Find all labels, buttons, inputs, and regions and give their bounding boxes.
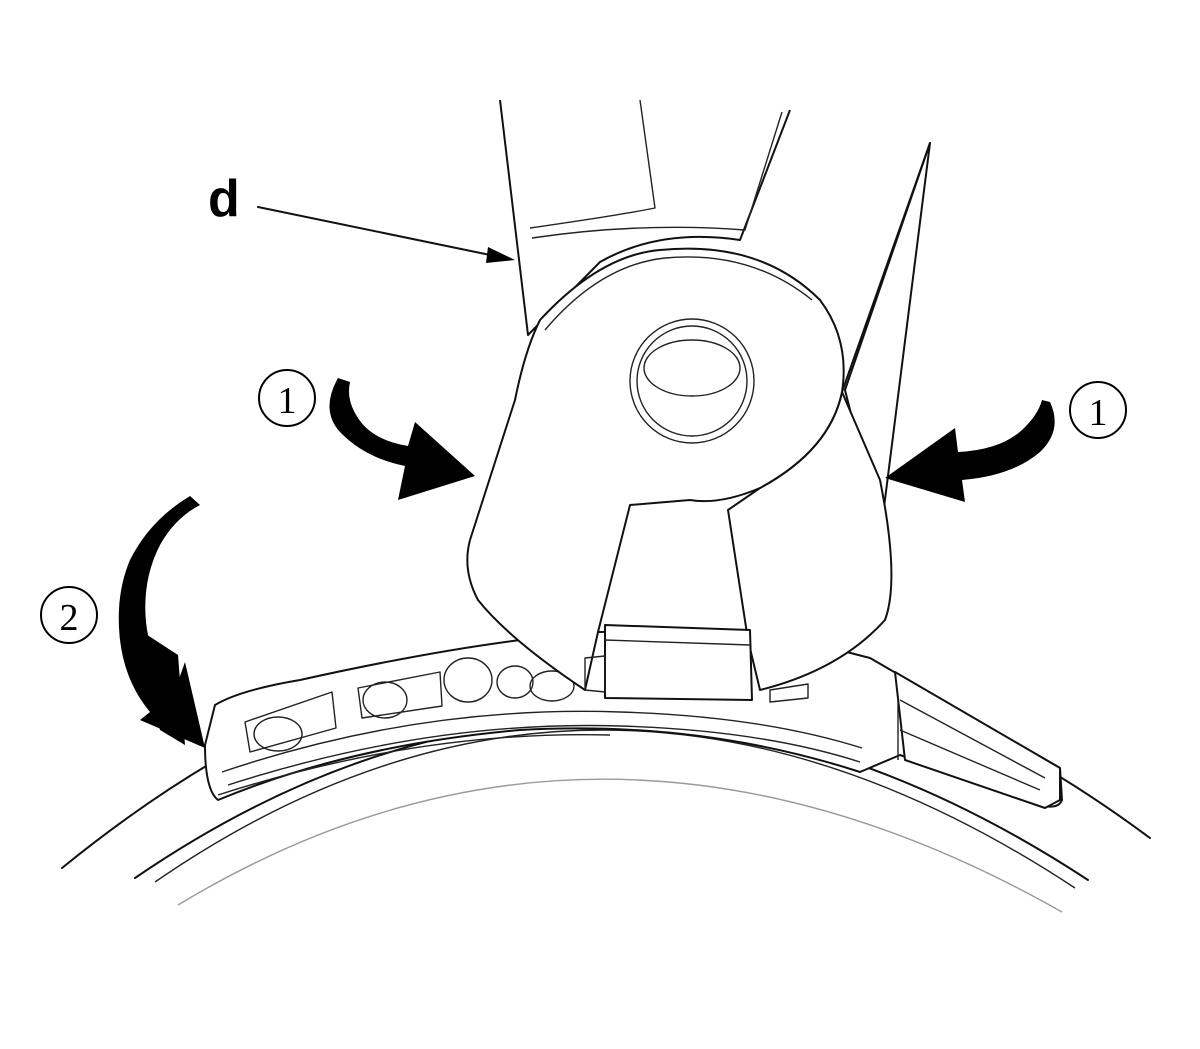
callout-1-left-text: 1 bbox=[278, 380, 297, 422]
callout-2-text: 2 bbox=[60, 597, 79, 639]
label-d: d bbox=[208, 170, 240, 228]
callout-1-left: 1 bbox=[258, 369, 316, 427]
callout-2: 2 bbox=[40, 586, 98, 644]
crimping-pliers bbox=[466, 99, 931, 701]
curved-arrow-right-icon bbox=[885, 400, 1055, 502]
callout-1-right: 1 bbox=[1069, 381, 1127, 439]
callout-1-right-text: 1 bbox=[1089, 392, 1108, 434]
leader-d bbox=[257, 206, 515, 263]
label-d-text: d bbox=[208, 170, 240, 228]
hose-clamp bbox=[204, 630, 1063, 809]
curved-arrow-left-icon bbox=[329, 378, 475, 500]
clamp-slots bbox=[244, 657, 809, 753]
curved-arrow-down-icon bbox=[118, 496, 205, 748]
